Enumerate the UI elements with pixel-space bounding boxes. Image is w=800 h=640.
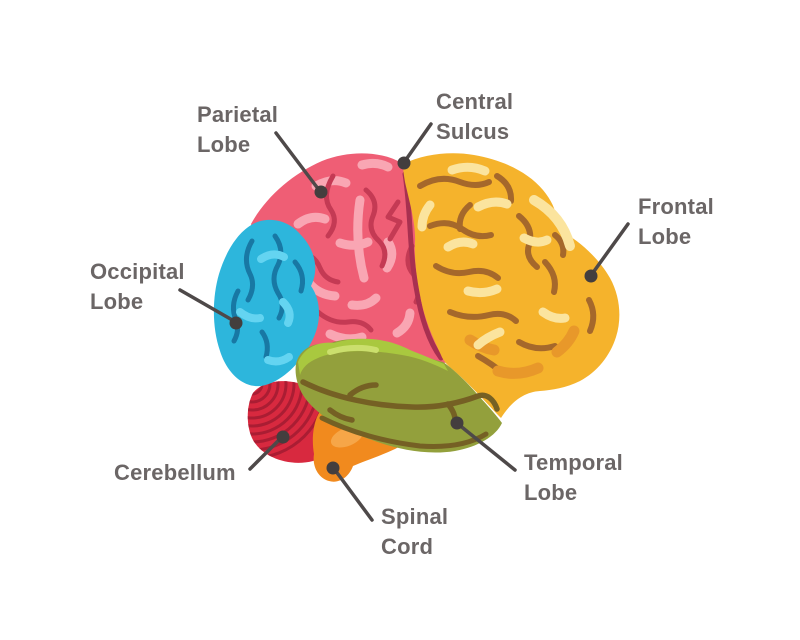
cerebellum-dot bbox=[276, 430, 290, 444]
occipital-gyri-light bbox=[236, 250, 294, 366]
occipital-leader-line bbox=[178, 288, 236, 323]
leader-dots bbox=[229, 156, 598, 475]
occipital-dot bbox=[229, 316, 243, 330]
parietal-dot bbox=[314, 185, 328, 199]
label-temporal-lobe: Temporal Lobe bbox=[524, 450, 623, 505]
parietal-edge-shade bbox=[402, 171, 444, 361]
parietal-leader-line bbox=[274, 131, 321, 192]
frontal-leader-line bbox=[590, 222, 630, 276]
temporal-dot bbox=[450, 416, 464, 430]
central-sulcus-leader-line bbox=[403, 122, 433, 163]
cerebellum-leader-line bbox=[248, 436, 283, 471]
label-frontal-lobe: Frontal Lobe bbox=[638, 194, 714, 249]
frontal-gyri-light bbox=[417, 162, 575, 350]
temporal-leader-line bbox=[456, 422, 517, 472]
spinal-cord-dot bbox=[326, 461, 340, 475]
label-occipital-lobe: Occipital Lobe bbox=[90, 259, 185, 314]
leader-lines bbox=[178, 122, 630, 522]
temporal-lobe-region bbox=[295, 338, 502, 453]
label-cerebellum: Cerebellum bbox=[114, 460, 236, 485]
frontal-dot bbox=[584, 269, 598, 283]
central-sulcus-dot bbox=[397, 156, 411, 170]
temporal-gyri-light bbox=[327, 344, 379, 355]
label-central-sulcus: Central Sulcus bbox=[436, 89, 514, 144]
label-spinal-cord: Spinal Cord bbox=[381, 504, 449, 559]
temporal-sulci-dark bbox=[300, 379, 500, 449]
label-parietal-lobe: Parietal Lobe bbox=[197, 102, 279, 157]
spinal-cord-leader-line bbox=[333, 468, 374, 522]
